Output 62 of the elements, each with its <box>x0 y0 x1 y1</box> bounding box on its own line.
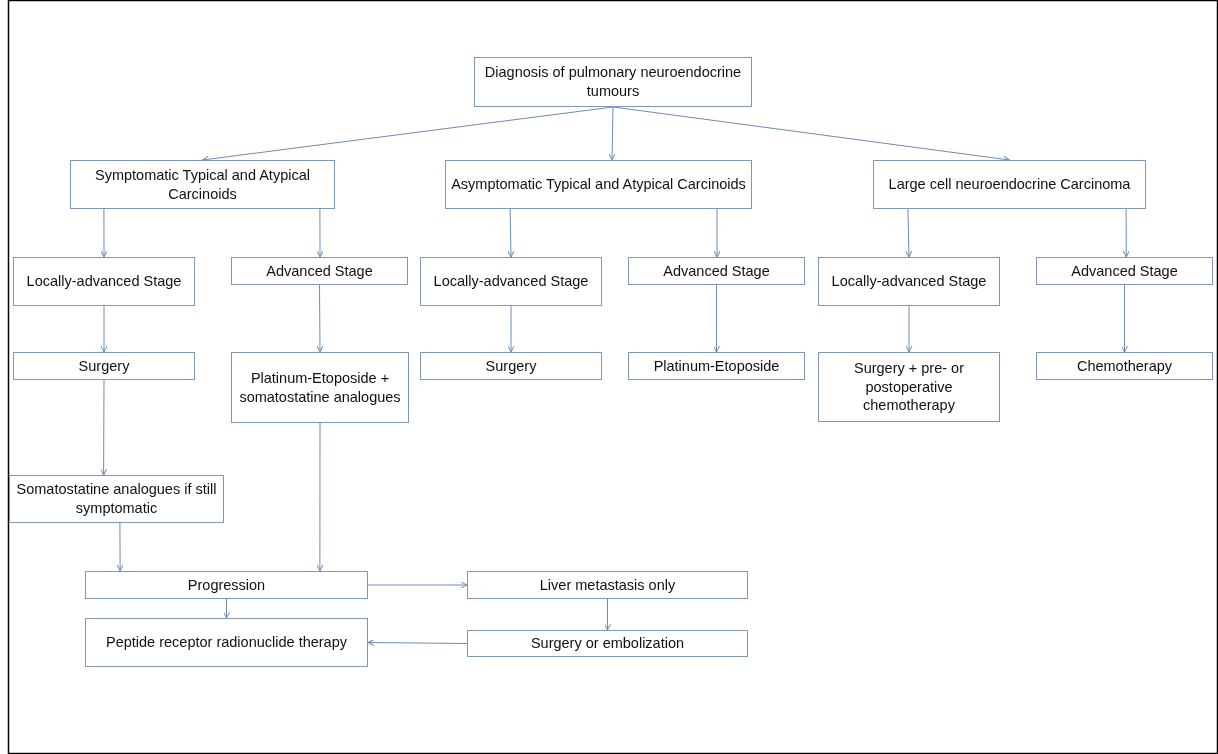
box-label: Liver metastasis only <box>539 575 676 595</box>
arrow <box>604 598 611 631</box>
box-label: Progression <box>187 575 266 595</box>
arrow <box>905 305 913 353</box>
process-box <box>1036 257 1213 285</box>
box-label: Large cell neuroendocrine Carcinoma <box>888 175 1131 194</box>
box-label: Surgery + pre- or postoperative chemotherapy <box>853 358 965 416</box>
process-box <box>818 352 1000 422</box>
process-box <box>85 571 368 599</box>
process-box <box>85 618 368 667</box>
process-box <box>628 352 805 380</box>
process-box <box>818 257 1000 306</box>
box-label: Surgery <box>78 356 130 376</box>
arrow <box>367 639 468 647</box>
arrow <box>713 284 720 353</box>
box-label: Peptide receptor radionuclide therapy <box>106 633 347 652</box>
box-label: Locally-advanced Stage <box>433 272 589 291</box>
arrow <box>608 106 616 161</box>
box-label: Chemotherapy <box>1076 356 1173 376</box>
box-label: Surgery <box>485 356 537 376</box>
box-label: Symptomatic Typical and Atypical Carcinoids <box>94 165 311 204</box>
arrow <box>316 284 324 353</box>
arrow <box>1122 208 1130 258</box>
process-box <box>9 475 224 523</box>
process-box <box>467 630 748 657</box>
box-label: Advanced Stage <box>1071 261 1178 281</box>
process-box <box>467 571 748 599</box>
box-label: Asymptomatic Typical and Atypical Carcinoids <box>451 175 746 194</box>
box-label: Platinum-Etoposide <box>653 356 780 376</box>
arrow <box>1121 284 1128 353</box>
arrow <box>100 305 108 353</box>
arrow <box>116 522 124 572</box>
arrow <box>316 208 324 258</box>
arrow <box>905 208 913 258</box>
process-box <box>420 352 602 380</box>
process-box <box>231 257 408 285</box>
box-label: Advanced Stage <box>266 261 373 281</box>
process-box <box>13 352 195 380</box>
arrow <box>713 208 721 258</box>
process-box <box>445 160 752 209</box>
arrow <box>316 422 324 572</box>
process-box <box>873 160 1146 209</box>
arrow <box>507 305 515 353</box>
process-box <box>420 257 602 306</box>
arrow <box>223 598 230 619</box>
arrow <box>507 208 515 258</box>
box-label: Somatostatine analogues if still symptomatic <box>15 480 218 518</box>
process-box <box>70 160 335 209</box>
process-box <box>13 257 195 306</box>
box-label: Locally-advanced Stage <box>831 272 987 291</box>
arrow <box>100 208 108 258</box>
box-label: Platinum-Etoposide + somatostatine analogues <box>238 368 402 407</box>
process-box <box>1036 352 1213 380</box>
process-box <box>628 257 805 285</box>
arrow <box>367 581 468 589</box>
arrow <box>100 379 108 476</box>
process-box <box>474 57 752 107</box>
process-box <box>231 352 409 423</box>
box-label: Surgery or embolization <box>530 634 685 653</box>
box-label: Diagnosis of pulmonary neuroendocrine tumours <box>483 63 743 101</box>
box-label: Advanced Stage <box>663 261 770 281</box>
box-label: Locally-advanced Stage <box>26 272 182 291</box>
